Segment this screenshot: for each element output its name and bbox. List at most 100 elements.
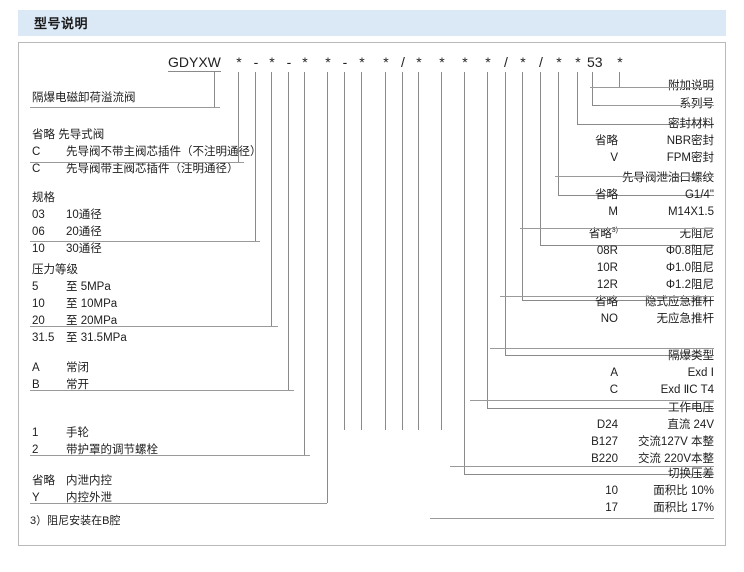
option-desc: Exd Ⅰ <box>687 367 714 379</box>
option-code: 08R <box>596 244 618 257</box>
right-bracket-hline-8 <box>464 474 714 475</box>
option-desc: M14X1.5 <box>667 206 714 218</box>
right-passthrough-vline-2 <box>402 72 403 430</box>
right-group-row-working-voltage-2: B220 交流 220V本整 <box>574 451 714 468</box>
option-code: B220 <box>591 453 618 465</box>
option-code: 17 <box>605 502 618 514</box>
left-group-row-size-spec-1: 06 20通径 <box>32 224 102 241</box>
page-title: 型号说明 <box>34 16 89 31</box>
rule-right-damping <box>500 296 714 297</box>
right-group-title-explosion-proof-type: 隔爆类型 <box>668 350 714 362</box>
right-bracket-hline-3 <box>558 195 714 196</box>
left-bracket-vline-0 <box>214 72 215 107</box>
option-code: 5 <box>32 281 39 293</box>
right-group-title-switching-pressure-difference: 切换压差 <box>668 468 714 480</box>
model-code-token-20: * <box>617 54 623 70</box>
option-code: 06 <box>32 226 45 238</box>
option-desc: FPM密封 <box>666 152 714 164</box>
option-code: V <box>610 152 618 164</box>
model-code-token-12: * <box>462 54 468 70</box>
rule-left-pressure <box>30 326 278 327</box>
option-desc: 无阻尼 <box>679 227 715 240</box>
right-bracket-vline-8 <box>464 72 465 474</box>
right-passthrough-vline-5 <box>344 72 345 430</box>
right-group-title-additional-note: 附加说明 <box>668 80 714 92</box>
right-bracket-hline-6 <box>505 355 714 356</box>
model-code-token-6: - <box>342 54 348 70</box>
right-bracket-vline-0 <box>619 72 620 87</box>
option-desc: 30通径 <box>66 243 102 255</box>
model-code-token-16: / <box>539 54 543 70</box>
left-group-row-normally-open-closed-0: A 常闭 <box>32 360 89 377</box>
option-desc: 至 20MPa <box>66 315 118 327</box>
option-desc: 内泄内控 <box>66 475 112 487</box>
right-bracket-vline-5 <box>522 72 523 300</box>
left-bracket-vline-5 <box>304 72 305 455</box>
right-group-additional-note: 附加说明 <box>668 78 714 95</box>
option-desc: Exd ⅡC T4 <box>660 384 714 396</box>
right-passthrough-vline-1 <box>418 72 419 430</box>
footnote: 3）阻尼安装在B腔 <box>30 515 121 527</box>
model-code-token-18: * <box>575 54 581 70</box>
right-passthrough-vline-3 <box>385 72 386 430</box>
right-bracket-vline-1 <box>592 72 593 105</box>
left-group-row-adjustment-type-1: 2 带护罩的调节螺栓 <box>32 442 158 459</box>
option-desc: Φ0.8阻尼 <box>665 244 714 257</box>
option-desc: 带护罩的调节螺栓 <box>66 444 158 456</box>
option-code: A <box>32 362 40 374</box>
rule-left-pilot-type <box>30 162 244 163</box>
diagram-frame <box>18 42 726 546</box>
option-code: 10 <box>32 243 45 255</box>
right-group-row-seal-material-1: V FPM密封 <box>574 150 714 167</box>
option-desc: 20通径 <box>66 226 102 238</box>
option-code: Y <box>32 492 40 504</box>
model-code-token-3: - <box>286 54 292 70</box>
right-group-title-series-number: 系列号 <box>679 98 715 110</box>
option-desc: 手轮 <box>66 427 89 439</box>
option-desc: 交流 220V本整 <box>637 453 714 465</box>
rule-right-series-number <box>600 105 714 106</box>
option-desc: 常闭 <box>66 362 89 374</box>
option-code: 03 <box>32 209 45 221</box>
option-desc: 至 10MPa <box>66 298 118 310</box>
option-code: 省略 <box>32 475 55 487</box>
right-group-row-damping-orifice-0: 省略3)无阻尼 <box>574 222 714 243</box>
right-bracket-vline-2 <box>577 72 578 124</box>
rule-right-switch-diff <box>430 518 714 519</box>
option-code: 2 <box>32 444 39 456</box>
model-code-token-9: / <box>401 54 405 70</box>
left-group-row-drain-control-0: 省略内泄内控 <box>32 473 112 490</box>
left-group-title-size-spec: 规格 <box>32 192 55 204</box>
model-code-token-7: * <box>359 54 365 70</box>
option-desc: 无应急推杆 <box>656 313 715 325</box>
right-bracket-hline-4 <box>540 245 714 246</box>
model-code-token-5: * <box>325 54 331 70</box>
rule-left-product-name <box>30 107 220 108</box>
left-group-title-pressure-rating: 压力等级 <box>32 264 78 276</box>
left-bracket-vline-4 <box>288 72 289 390</box>
model-code-token-15: * <box>520 54 526 70</box>
left-bracket-vline-1 <box>238 72 239 162</box>
model-code-token-11: * <box>439 54 445 70</box>
option-desc: 先导阀带主阀芯插件（注明通径） <box>66 163 239 175</box>
option-desc: NBR密封 <box>666 135 714 147</box>
option-desc: G1/4" <box>684 189 714 201</box>
left-bracket-vline-6 <box>327 72 328 503</box>
option-code: B <box>32 379 40 391</box>
right-bracket-vline-4 <box>540 72 541 245</box>
